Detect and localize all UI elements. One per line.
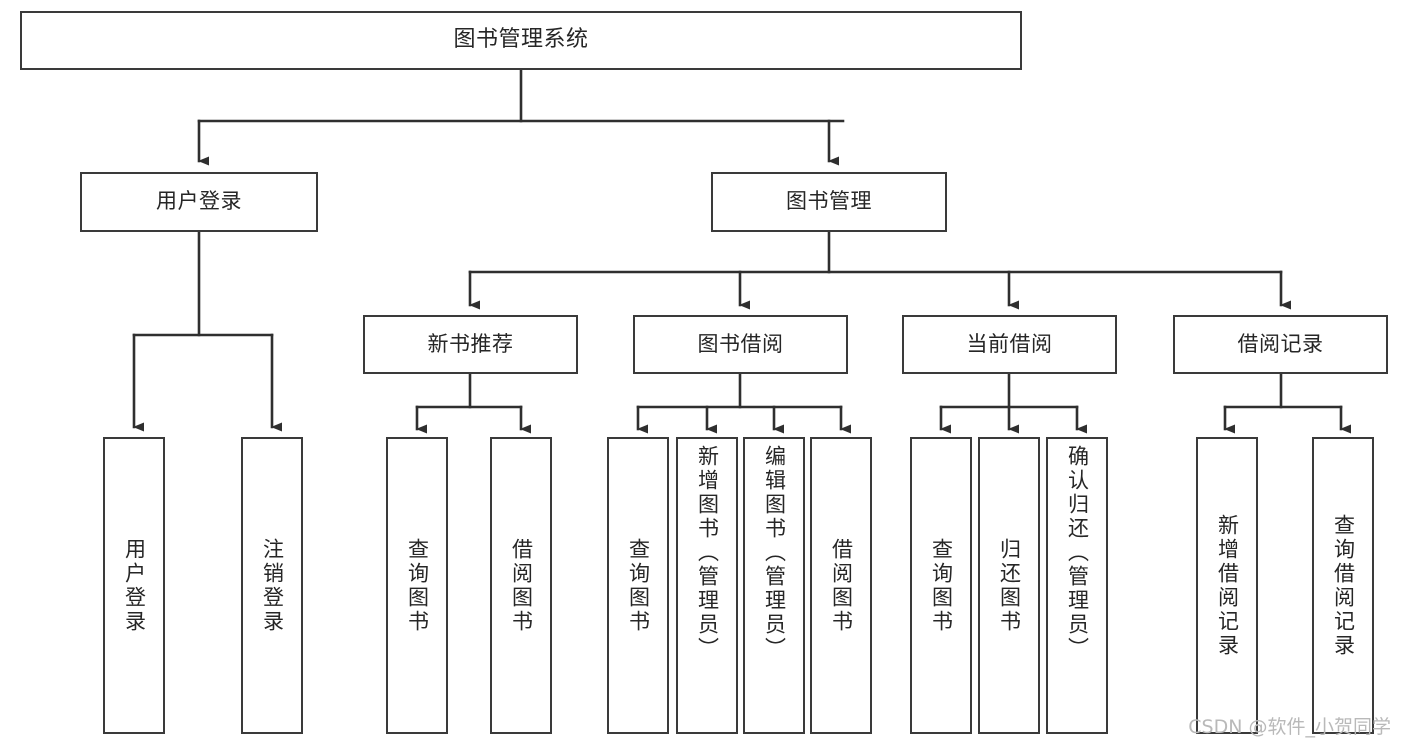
node-leaf-user-login[interactable]: 用户登录 <box>103 437 165 734</box>
node-leaf-query-book-borrow[interactable]: 查询图书 <box>607 437 669 734</box>
node-new-book-recommend[interactable]: 新书推荐 <box>363 315 578 374</box>
node-current-borrow[interactable]: 当前借阅 <box>902 315 1117 374</box>
node-leaf-add-borrow-record[interactable]: 新增借阅记录 <box>1196 437 1258 734</box>
node-leaf-query-borrow-record[interactable]: 查询借阅记录 <box>1312 437 1374 734</box>
node-user-login[interactable]: 用户登录 <box>80 172 318 232</box>
node-label: 用户登录 <box>156 189 242 214</box>
node-label: 借阅图书 <box>509 537 534 634</box>
node-leaf-logout-login[interactable]: 注销登录 <box>241 437 303 734</box>
node-book-management[interactable]: 图书管理 <box>711 172 947 232</box>
node-borrow-record[interactable]: 借阅记录 <box>1173 315 1388 374</box>
node-leaf-return-book[interactable]: 归还图书 <box>978 437 1040 734</box>
node-leaf-borrow-book-borrow[interactable]: 借阅图书 <box>810 437 872 734</box>
node-label: 查询图书 <box>405 537 430 634</box>
node-label: 图书管理系统 <box>453 27 589 53</box>
node-label: 图书管理 <box>786 189 872 214</box>
node-label: 当前借阅 <box>966 331 1053 356</box>
node-leaf-confirm-return-admin[interactable]: 确认归还（管理员） <box>1046 437 1108 734</box>
node-leaf-borrow-book-recommend[interactable]: 借阅图书 <box>490 437 552 734</box>
node-book-borrow[interactable]: 图书借阅 <box>633 315 848 374</box>
node-leaf-query-book-current[interactable]: 查询图书 <box>910 437 972 734</box>
node-leaf-add-book-admin[interactable]: 新增图书（管理员） <box>676 437 738 734</box>
node-label: 查询图书 <box>929 537 954 634</box>
node-label: 新增借阅记录 <box>1215 513 1240 658</box>
node-label: 查询借阅记录 <box>1331 513 1356 658</box>
node-label: 编辑图书（管理员） <box>762 445 787 661</box>
node-label: 注销登录 <box>260 537 285 634</box>
csdn-watermark: CSDN @软件_小贺同学 <box>1188 716 1391 738</box>
node-label: 确认归还（管理员） <box>1065 445 1090 661</box>
node-label: 归还图书 <box>997 537 1022 634</box>
node-label: 用户登录 <box>122 537 147 634</box>
node-leaf-edit-book-admin[interactable]: 编辑图书（管理员） <box>743 437 805 734</box>
node-label: 新增图书（管理员） <box>695 445 720 661</box>
node-label: 借阅图书 <box>829 537 854 634</box>
node-label: 图书借阅 <box>697 331 784 356</box>
node-label: 新书推荐 <box>427 331 514 356</box>
node-label: 查询图书 <box>626 537 651 634</box>
node-leaf-query-book-recommend[interactable]: 查询图书 <box>386 437 448 734</box>
node-label: 借阅记录 <box>1237 331 1324 356</box>
node-root-book-management-system[interactable]: 图书管理系统 <box>20 11 1022 70</box>
